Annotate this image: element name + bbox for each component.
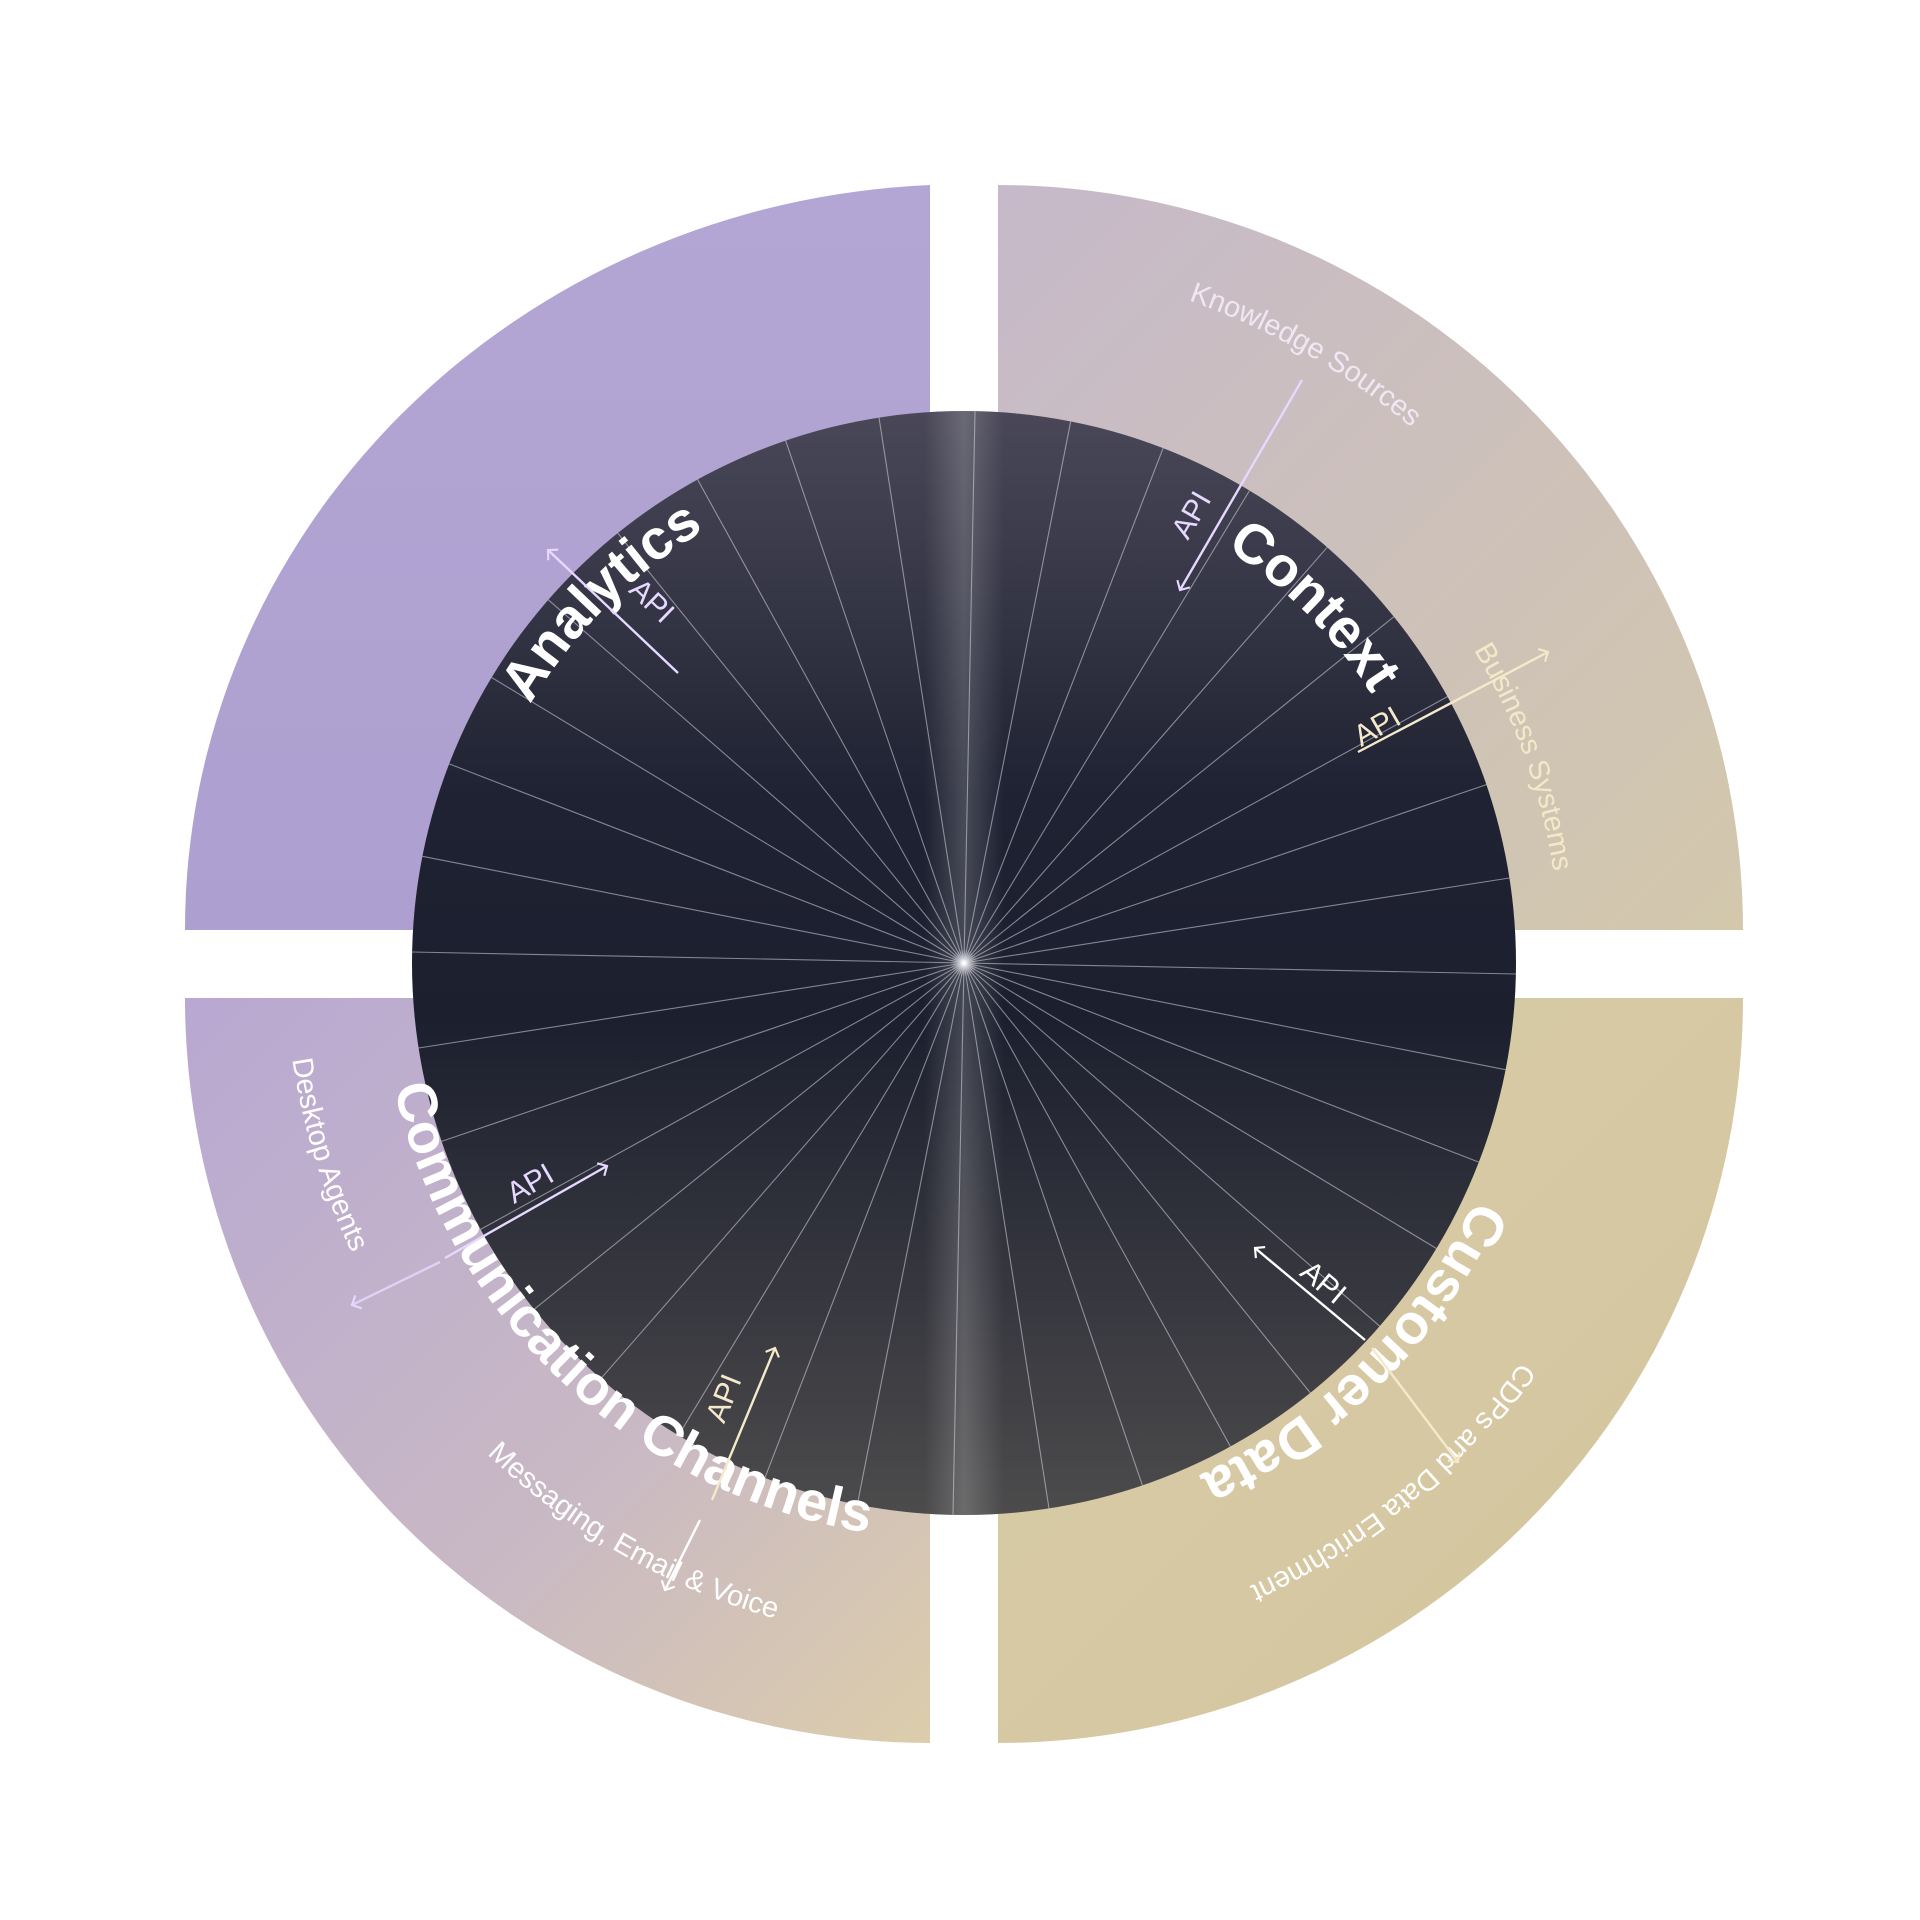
hub-spoke: [963, 696, 1448, 964]
api-arrow-desktop-to-hub: [444, 1162, 609, 1260]
api-arrow-desktop-to-agents: [350, 1260, 441, 1310]
hub-spoke: [533, 962, 965, 1310]
hub-spoke: [617, 532, 965, 964]
api-arrow-knowledge: [1176, 379, 1304, 592]
hub-spoke: [878, 417, 965, 964]
hub-spoke: [412, 951, 965, 964]
hub-spoke: [963, 962, 1050, 1509]
hub-spoke: [764, 962, 965, 1478]
hub-spoke: [963, 962, 1479, 1163]
hub-spoke: [963, 962, 1437, 1249]
hub-spoke: [963, 490, 1250, 964]
api-arrow-customer-to-hub: [1253, 1246, 1366, 1341]
api-arrow-analytics: [546, 548, 679, 674]
hub-spoke: [963, 962, 1143, 1486]
hub-spoke: [418, 962, 965, 1049]
hub-spoke: [963, 784, 1487, 964]
api-arrow-messaging-to-hub: [710, 1346, 780, 1501]
hub-spoke: [963, 421, 1072, 964]
hub-spoke: [480, 962, 965, 1230]
hub-spokes: [412, 411, 1516, 1515]
hub-spoke: [963, 616, 1395, 964]
hub-spoke: [491, 677, 965, 964]
hub-spoke: [856, 962, 965, 1505]
api-arrow-messaging-to-channels: [660, 1519, 702, 1592]
hub-spoke: [963, 546, 1328, 964]
api-arrow-business: [1357, 647, 1550, 754]
api-connector-messaging: API: [660, 1346, 780, 1592]
hub-spoke: [963, 962, 1231, 1447]
hub-center-glow: [950, 949, 978, 977]
hub-spoke: [963, 448, 1164, 964]
hub-spoke: [963, 962, 1516, 975]
hub-spoke: [963, 877, 1510, 964]
hub-spoke: [441, 962, 965, 1142]
hub-spoke: [449, 763, 965, 964]
hub-spoke: [952, 962, 965, 1515]
hub-spoke: [963, 411, 976, 964]
hub-spoke: [678, 962, 965, 1436]
hub-spoke: [547, 599, 965, 964]
hub: [412, 411, 1516, 1515]
hub-spoke: [963, 962, 1506, 1071]
hub-spoke: [422, 855, 965, 964]
hub-spoke: [963, 962, 1381, 1327]
hub-spoke: [785, 440, 965, 964]
hub-spoke: [600, 962, 965, 1380]
hub-spoke: [963, 962, 1311, 1394]
api-arrow-customer-to-cdps: [1371, 1347, 1461, 1464]
hub-spoke: [697, 479, 965, 964]
